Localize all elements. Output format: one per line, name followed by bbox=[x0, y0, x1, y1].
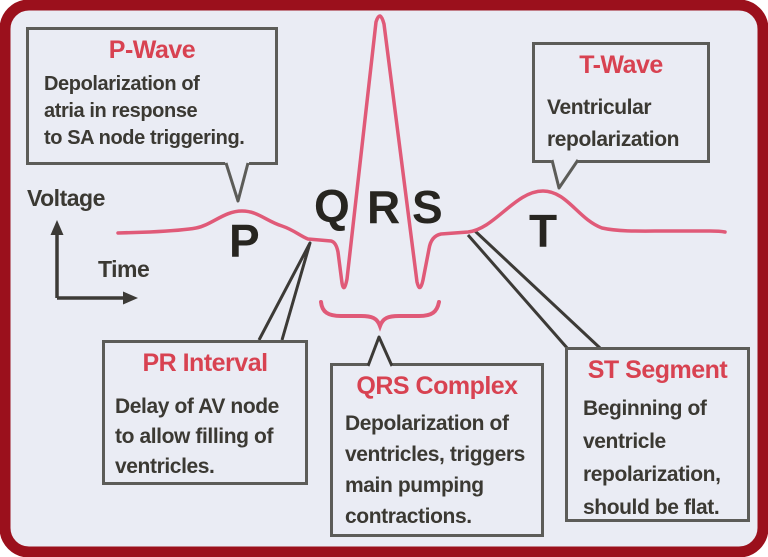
s-wave-letter: S bbox=[412, 181, 443, 233]
t-wave-callout-title: T-Wave bbox=[579, 51, 663, 79]
st-segment-callout-body: Beginning of ventricle repolarization, s… bbox=[583, 397, 721, 519]
pr-interval-callout-body: Delay of AV node to allow filling of ven… bbox=[115, 395, 279, 478]
qrs-complex-callout-body: Depolarization of ventricles, triggers m… bbox=[345, 412, 525, 528]
voltage-axis-arrow bbox=[50, 220, 64, 298]
qrs-complex-callout: QRS Complex Depolarization of ventricles… bbox=[330, 363, 544, 537]
st-segment-callout-title: ST Segment bbox=[587, 356, 728, 384]
voltage-axis-label: Voltage bbox=[27, 185, 105, 211]
t-wave-letter: T bbox=[529, 205, 557, 257]
t-wave-callout: T-Wave Ventricular repolarization bbox=[532, 42, 710, 163]
p-wave-letter: P bbox=[229, 215, 260, 267]
time-axis-arrow bbox=[57, 291, 138, 305]
pr-interval-callout-title: PR Interval bbox=[142, 349, 268, 377]
ecg-trace bbox=[116, 14, 727, 290]
p-wave-callout: P-Wave Depolarization of atria in respon… bbox=[26, 27, 278, 165]
p-wave-callout-title: P-Wave bbox=[108, 36, 196, 64]
q-wave-letter: Q bbox=[314, 180, 350, 232]
st-segment-callout: ST Segment Beginning of ventricle repola… bbox=[565, 347, 750, 522]
p-wave-callout-body: Depolarization of atria in response to S… bbox=[44, 73, 245, 149]
r-wave-letter: R bbox=[367, 181, 400, 233]
pr-interval-callout: PR Interval Delay of AV node to allow fi… bbox=[102, 340, 308, 485]
qrs-complex-callout-title: QRS Complex bbox=[356, 372, 518, 400]
st-segment-connector-line bbox=[466, 229, 602, 350]
time-axis-label: Time bbox=[98, 256, 150, 282]
pr-interval-connector-line bbox=[257, 241, 312, 341]
t-wave-callout-body: Ventricular repolarization bbox=[547, 96, 680, 151]
qrs-brace bbox=[319, 300, 441, 332]
